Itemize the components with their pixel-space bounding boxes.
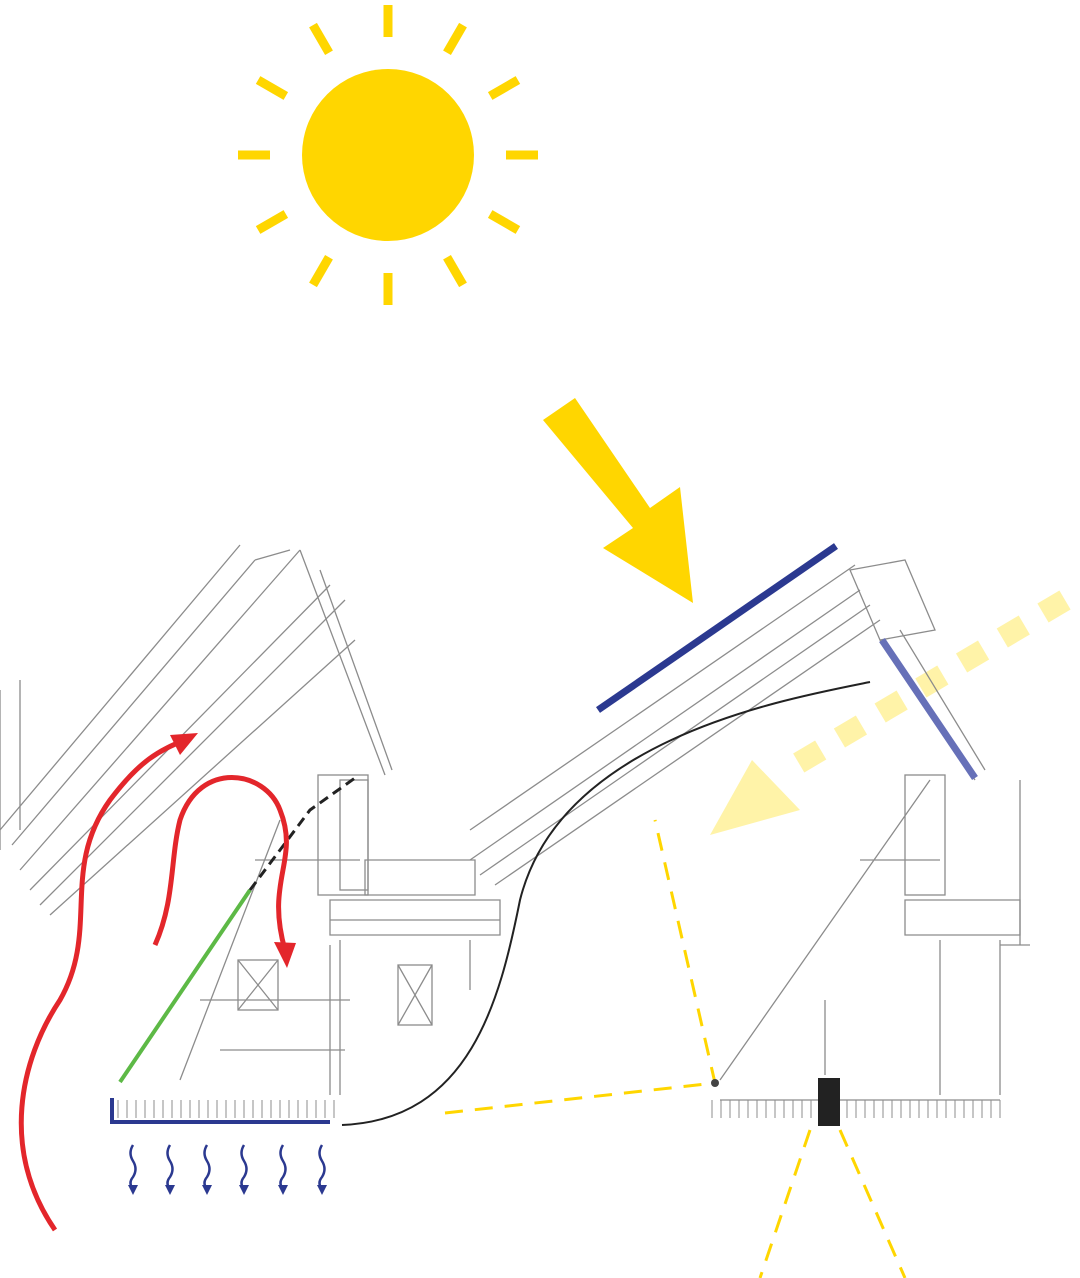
diffuse-light-arrowhead: [710, 760, 800, 835]
diffuse-light-dash: [996, 615, 1030, 648]
pv-panel-top: [596, 543, 838, 713]
pv-panel-side: [879, 638, 978, 780]
sun-ray: [487, 210, 521, 234]
cool-air-arrowhead: [165, 1185, 175, 1195]
cool-air-arrowhead: [202, 1185, 212, 1195]
sun-icon: [238, 5, 538, 305]
cool-air-arrowhead: [278, 1185, 288, 1195]
sun-ray: [255, 210, 289, 234]
cool-air-wave: [318, 1144, 326, 1190]
diffuse-light-dash: [793, 740, 827, 773]
diffuse-light-dash: [833, 715, 868, 748]
warm-air-arrow-icon: [18, 737, 289, 1232]
ceiling-slats: [117, 1100, 1001, 1118]
cool-air-arrowhead: [317, 1185, 327, 1195]
sun-ray: [255, 76, 289, 100]
warm-air-arrowhead: [170, 733, 198, 755]
cool-air-wave: [279, 1144, 287, 1190]
cool-air-arrow-icon: [128, 1144, 327, 1195]
diffuse-light-dash: [1037, 590, 1071, 623]
sun-ray: [443, 22, 467, 56]
cable-curve: [341, 681, 871, 1126]
sun-disc: [302, 69, 474, 241]
cool-air-wave: [203, 1144, 211, 1190]
sun-ray: [309, 254, 333, 288]
diffuse-light-dash: [874, 690, 908, 723]
diffuse-light-arrow-icon: [710, 590, 1071, 835]
cool-air-wave: [129, 1144, 137, 1190]
glazing-panel: [118, 888, 252, 1084]
cool-air-arrowhead: [239, 1185, 249, 1195]
left-roof-structure: [0, 544, 501, 1095]
warm-air-arrowhead: [274, 942, 296, 968]
light-fixture: [818, 1078, 840, 1126]
sunlight-arrow-icon: [543, 398, 693, 603]
diffuse-light-dash: [955, 640, 990, 673]
cool-air-arrowhead: [128, 1185, 138, 1195]
blue-ceiling-tray: [110, 1098, 330, 1124]
cool-air-wave: [166, 1144, 174, 1190]
sun-ray: [309, 22, 333, 56]
light-sight-lines: [444, 819, 907, 1278]
light-sensor: [711, 1079, 719, 1087]
cool-air-wave: [240, 1144, 248, 1190]
sun-ray: [443, 254, 467, 288]
open-vent-dashed: [248, 776, 356, 891]
sun-ray: [487, 76, 521, 100]
